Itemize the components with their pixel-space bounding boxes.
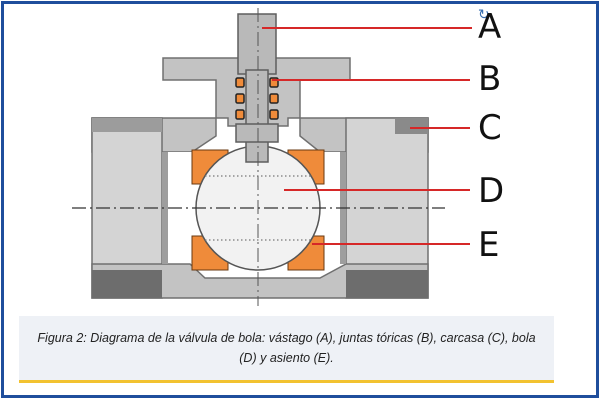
label-b: B [478, 59, 502, 99]
figure-caption: Figura 2: Diagrama de la válvula de bola… [37, 331, 536, 365]
label-e: E [478, 225, 500, 265]
leader-lines [262, 27, 472, 245]
caption-box: Figura 2: Diagrama de la válvula de bola… [19, 316, 554, 383]
o-rings [235, 77, 279, 120]
label-c: C [478, 108, 502, 148]
label-d: D [478, 171, 505, 211]
centerlines [72, 8, 445, 306]
stem [235, 13, 279, 163]
sync-icon: ↻ [478, 7, 490, 23]
label-a: A [478, 7, 502, 47]
